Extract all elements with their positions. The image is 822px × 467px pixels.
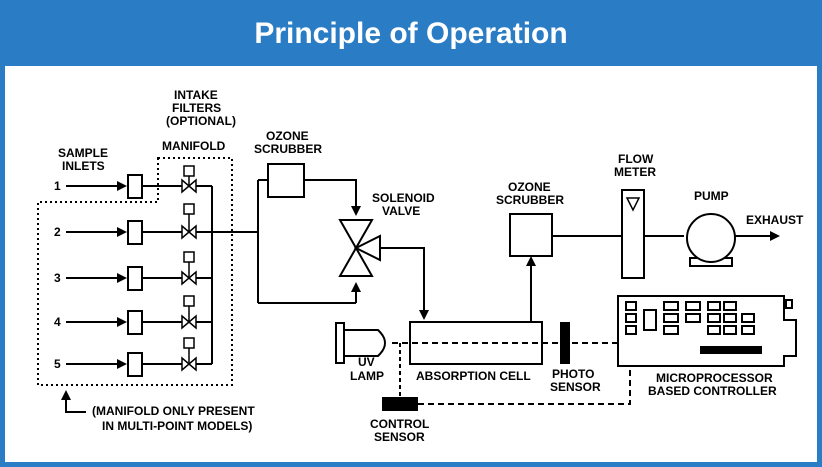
uv-lamp-label-2: LAMP: [350, 369, 384, 383]
control-sensor-label: CONTROL: [370, 417, 429, 431]
ozone-scrubber-left: [267, 163, 305, 198]
manifold-boundary: [37, 157, 233, 386]
photo-sensor: [560, 322, 570, 364]
pump-label: PUMP: [694, 189, 729, 203]
flow-meter: [621, 189, 645, 279]
ozone-scrubber-left-label: OZONE: [266, 129, 309, 143]
control-sensor-to-controller: [418, 354, 631, 405]
inlet-number-2: 2: [54, 225, 61, 239]
intake-filters-label-3: (OPTIONAL): [166, 114, 236, 128]
flow-meter-label-2: METER: [614, 165, 656, 179]
controller-label: MICROPROCESSOR: [656, 371, 773, 385]
exhaust-label: EXHAUST: [746, 213, 804, 227]
flow-meter-float: [625, 197, 641, 212]
manifold-note-label: (MANIFOLD ONLY PRESENT: [92, 404, 255, 418]
controller-label-2: BASED CONTROLLER: [648, 384, 777, 398]
flow-meter-label: FLOW: [618, 152, 654, 166]
photo-sensor-label: PHOTO: [552, 367, 594, 381]
microprocessor-controller: [617, 295, 797, 367]
manifold-note-arrow: [61, 390, 86, 413]
manifold-label: MANIFOLD: [162, 139, 226, 153]
ozone-scrubber-right-label: OZONE: [508, 180, 551, 194]
manifold-valves: [181, 165, 197, 372]
inlet-number-3: 3: [54, 271, 61, 285]
manifold-note-label-2: IN MULTI-POINT MODELS): [102, 419, 252, 433]
inlet-rows: [66, 174, 258, 377]
controller-edge-connector: [700, 346, 762, 354]
valve-to-cell-line: [380, 247, 429, 320]
uv-lamp: [335, 322, 386, 364]
solenoid-valve: [338, 219, 381, 277]
sample-inlets-label-2: INLETS: [62, 159, 105, 173]
solenoid-valve-label: SOLENOID: [372, 191, 435, 205]
control-sensor-label-2: SENSOR: [374, 430, 425, 444]
ozone-scrubber-right: [509, 213, 553, 257]
scrubber-to-valve-line: [304, 179, 361, 216]
inlet-number-4: 4: [54, 315, 61, 329]
intake-filters-label: INTAKE: [174, 88, 218, 102]
ozone-scrubber-left-label-2: SCRUBBER: [254, 142, 322, 156]
inlet-number-1: 1: [54, 179, 61, 193]
inlet-number-5: 5: [54, 357, 61, 371]
absorption-cell-label: ABSORPTION CELL: [416, 369, 531, 383]
ozone-scrubber-right-label-2: SCRUBBER: [496, 193, 564, 207]
page-title: Principle of Operation: [0, 0, 822, 66]
photo-sensor-label-2: SENSOR: [550, 380, 601, 394]
uv-lamp-label: UV: [358, 355, 375, 369]
control-sensor: [382, 397, 418, 411]
sample-inlets-label: SAMPLE: [58, 146, 108, 160]
intake-filters-label-2: FILTERS: [172, 101, 221, 115]
solenoid-valve-label-2: VALVE: [382, 204, 420, 218]
pump: [686, 213, 736, 267]
